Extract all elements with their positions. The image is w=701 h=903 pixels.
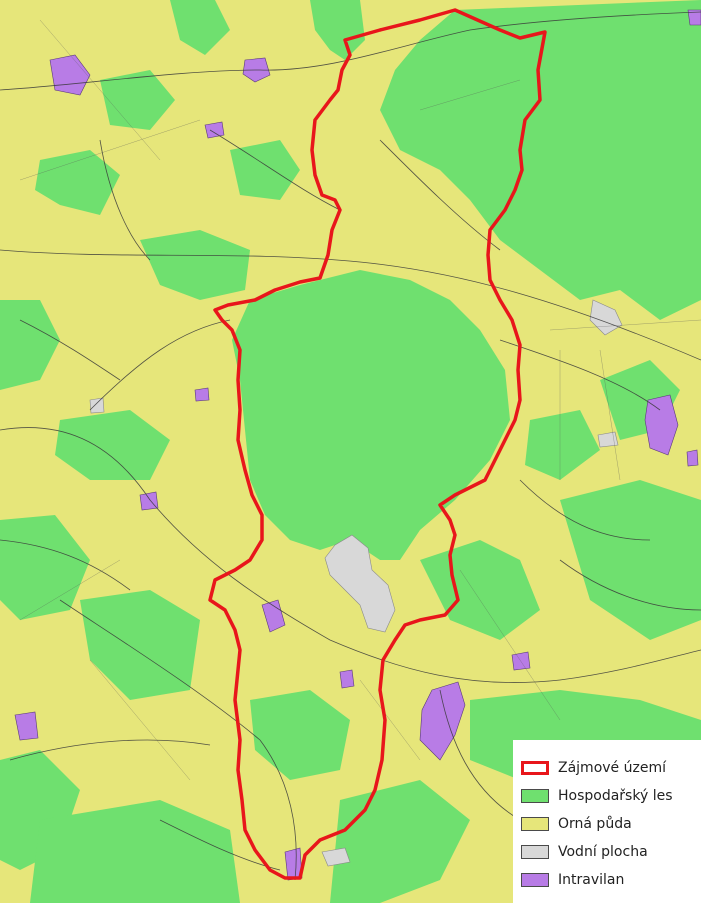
parcel-5 xyxy=(599,349,621,481)
village-south-b xyxy=(339,669,355,689)
pond-2 xyxy=(597,431,619,448)
legend-item-water: Vodní plocha xyxy=(521,840,701,863)
parcel-1 xyxy=(39,19,161,161)
village-east2 xyxy=(686,449,699,467)
road-2 xyxy=(0,11,701,91)
legend-swatch-forest xyxy=(521,788,549,803)
legend-label-built-up: Intravilan xyxy=(558,871,625,888)
water-bodies xyxy=(89,299,623,867)
legend-swatch-area-of-interest xyxy=(521,760,549,775)
road-14 xyxy=(519,479,651,541)
forest-central xyxy=(232,270,510,560)
road-3 xyxy=(0,427,701,683)
legend-item-area-of-interest: Zájmové území xyxy=(521,756,701,779)
village-se2 xyxy=(511,651,531,671)
road-6 xyxy=(89,319,231,411)
legend-label-arable: Orná půda xyxy=(558,815,632,832)
village-west2 xyxy=(139,491,159,511)
village-south-a xyxy=(261,599,286,633)
road-16 xyxy=(19,319,121,381)
forest-west-4 xyxy=(0,300,60,390)
parcel-8 xyxy=(19,559,121,621)
forest-northeast xyxy=(380,0,701,320)
village-n2 xyxy=(204,121,225,139)
pond-4 xyxy=(321,847,351,867)
parcel-7 xyxy=(89,659,191,781)
road-12 xyxy=(559,559,701,611)
parcel-lines xyxy=(19,19,701,781)
parcel-2 xyxy=(19,119,201,181)
forest-west-1 xyxy=(170,0,230,55)
forest-west-2 xyxy=(35,150,120,215)
reservoir xyxy=(324,534,396,633)
road-10 xyxy=(379,139,501,251)
forest-north-strip xyxy=(310,0,365,60)
forest-south-east-2 xyxy=(560,480,701,640)
legend-label-forest: Hospodařský les xyxy=(558,787,673,804)
forest-south-center xyxy=(250,690,350,780)
legend-item-arable: Orná půda xyxy=(521,812,701,835)
area-of-interest-boundary[interactable] xyxy=(208,8,547,880)
forest-east-2 xyxy=(525,410,600,480)
legend-swatch-water xyxy=(521,844,549,859)
village-bottom xyxy=(284,847,303,881)
town-southeast xyxy=(419,681,466,761)
legend-label-water: Vodní plocha xyxy=(558,843,648,860)
forest-southwest-3 xyxy=(30,800,240,903)
forest-north-center xyxy=(230,140,300,200)
forest-southwest-1 xyxy=(80,590,200,700)
village-east xyxy=(644,394,679,456)
built-up-areas xyxy=(14,9,701,881)
road-11 xyxy=(99,139,151,261)
road-1 xyxy=(0,249,701,361)
legend-label-area-of-interest: Zájmové území xyxy=(558,759,666,776)
parcel-3 xyxy=(549,319,701,331)
parcel-6 xyxy=(459,569,561,721)
map-legend: Zájmové území Hospodařský les Orná půda … xyxy=(513,740,701,903)
legend-item-forest: Hospodařský les xyxy=(521,784,701,807)
pond-3 xyxy=(89,397,105,414)
village-top-right xyxy=(687,9,701,26)
forest-west-3 xyxy=(140,230,250,300)
parcel-9 xyxy=(359,679,421,761)
road-13 xyxy=(0,539,131,591)
legend-swatch-built-up xyxy=(521,872,549,887)
village-w3 xyxy=(194,387,210,402)
road-9 xyxy=(209,129,341,211)
road-network xyxy=(0,11,701,881)
road-8 xyxy=(9,739,211,761)
road-4 xyxy=(59,599,297,881)
legend-swatch-arable xyxy=(521,816,549,831)
village-west xyxy=(14,711,39,741)
forest-northwest-1 xyxy=(100,70,175,130)
forest-west-5 xyxy=(55,410,170,480)
forest-west-6 xyxy=(0,515,90,620)
parcel-10 xyxy=(419,79,521,111)
legend-item-built-up: Intravilan xyxy=(521,868,701,891)
